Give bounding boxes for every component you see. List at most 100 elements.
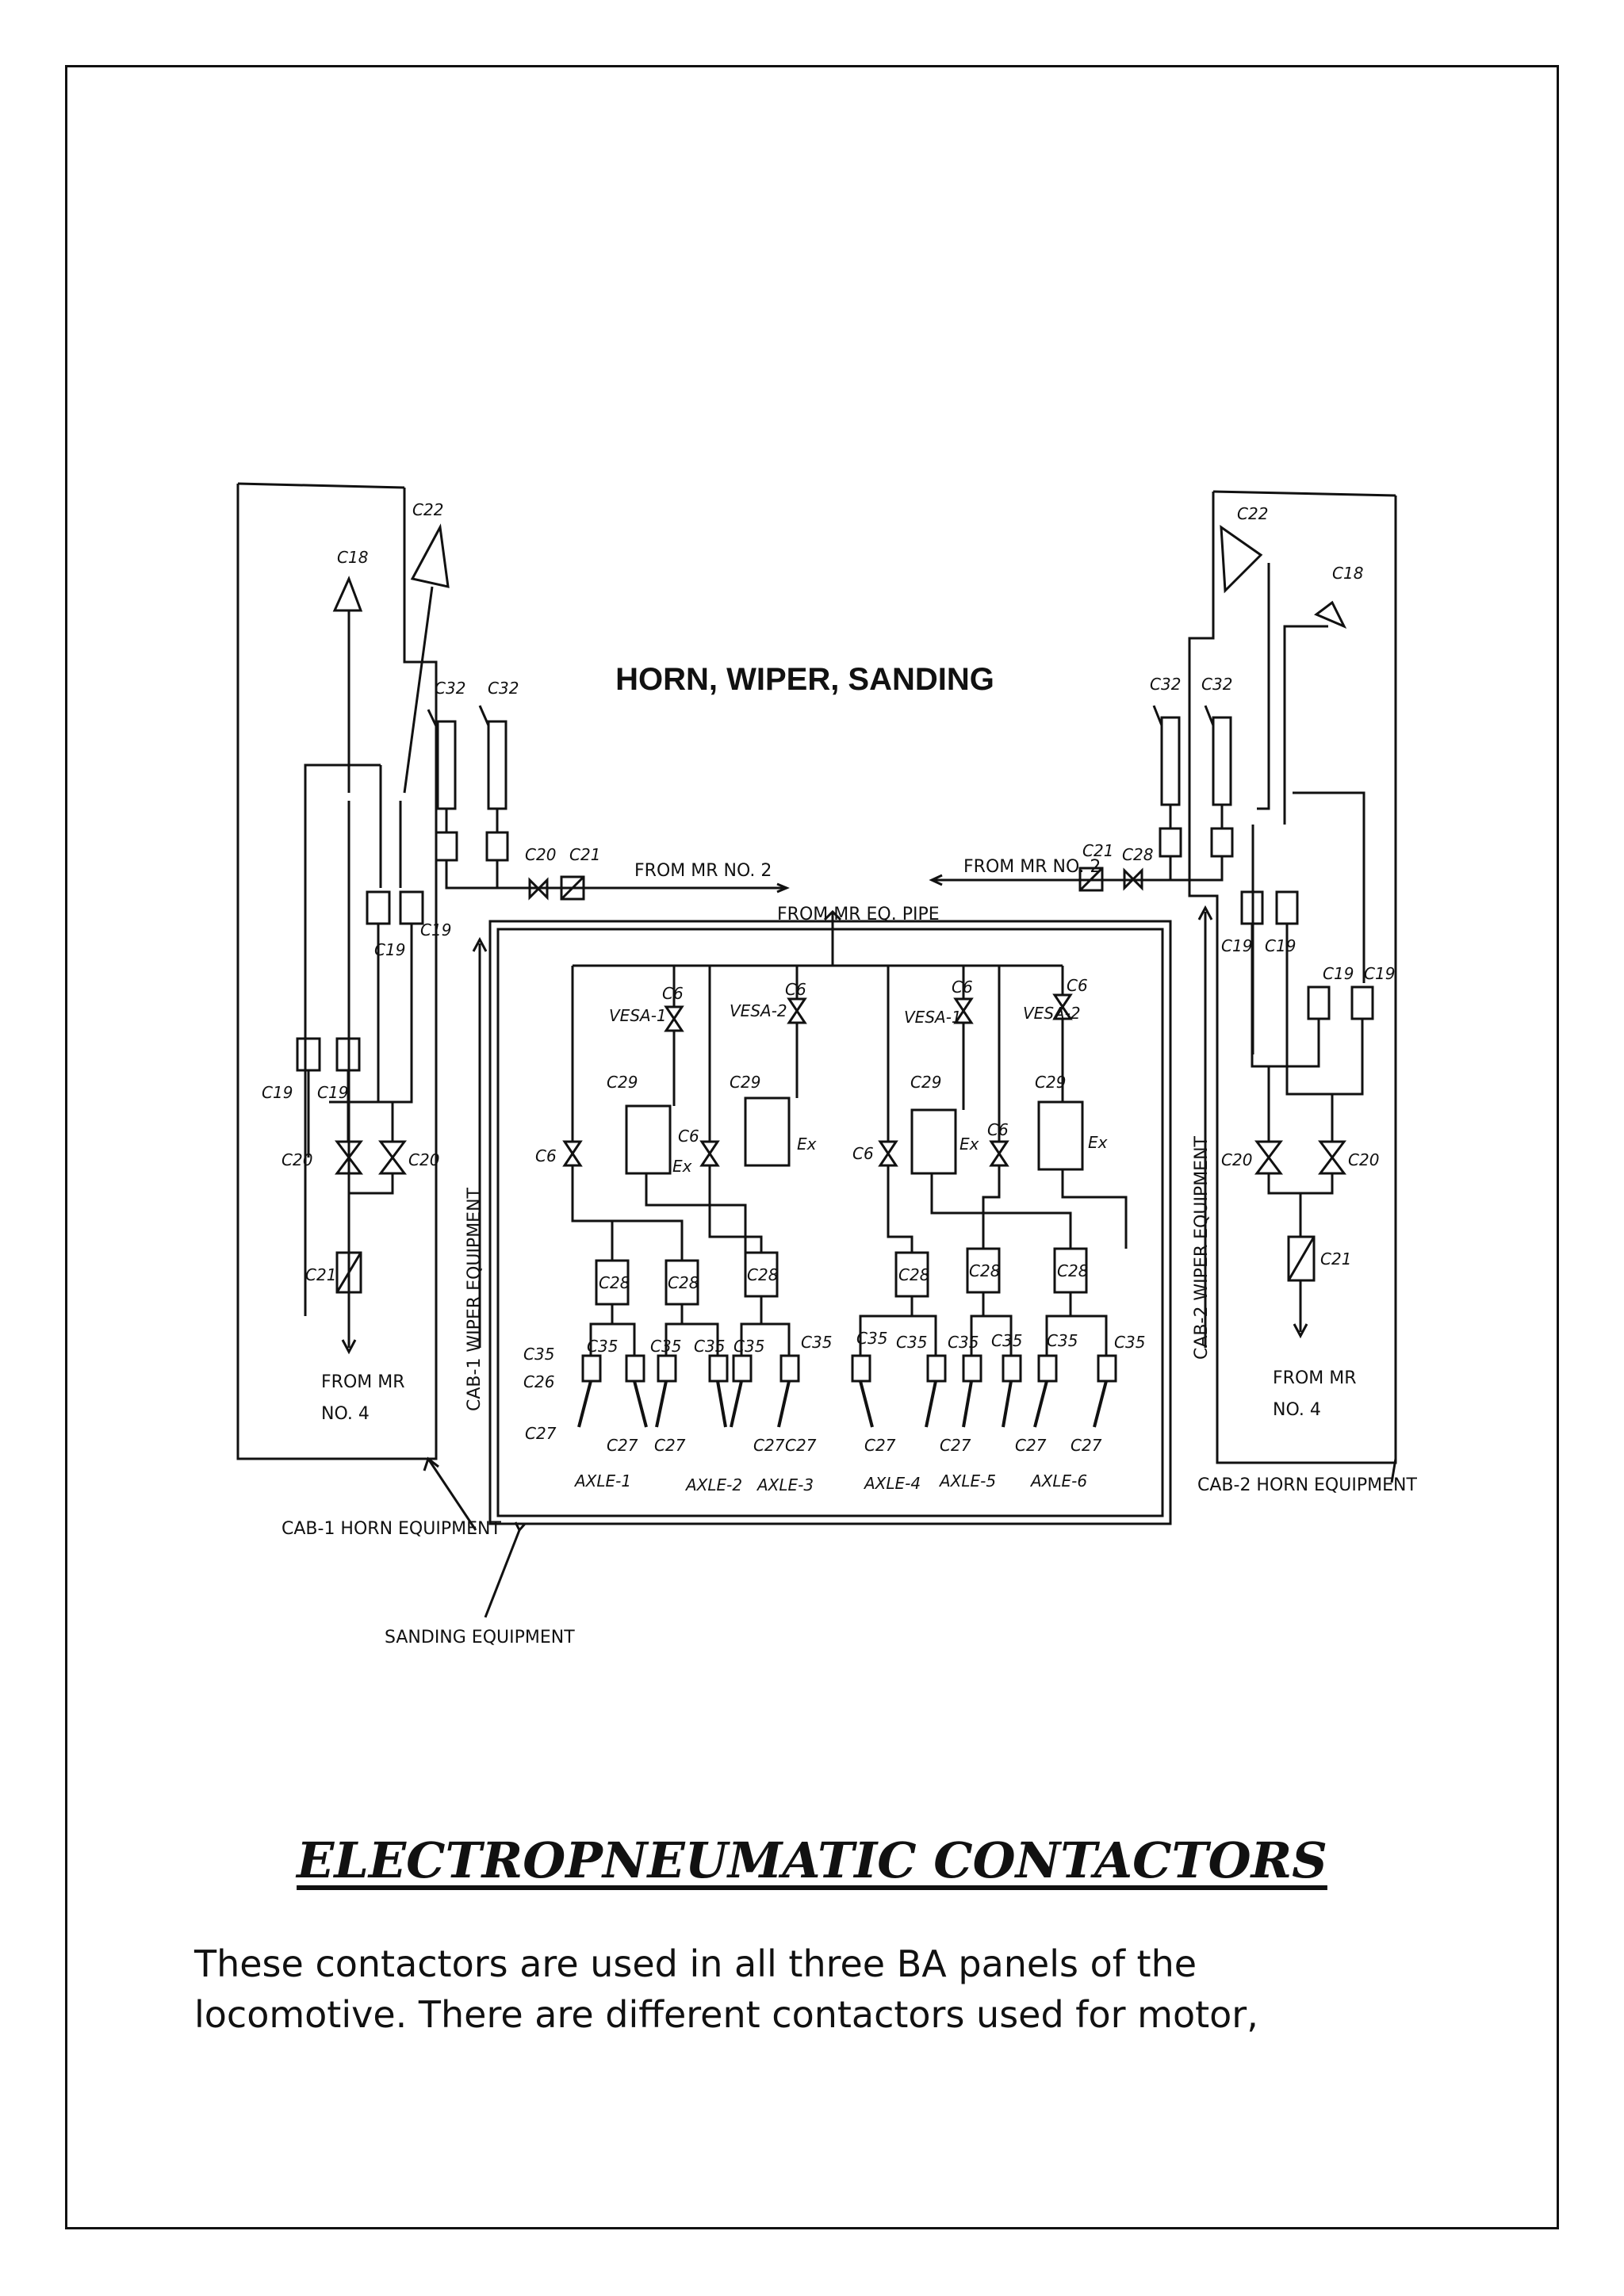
component-label: Ex — [959, 1135, 979, 1154]
axle-4-label: AXLE-4 — [863, 1474, 921, 1493]
component-label: C35 — [948, 1333, 979, 1352]
horn-c18-right — [1314, 600, 1347, 629]
label-cab1-wiper: CAB-1 WIPER EQUIPMENT — [465, 1187, 485, 1411]
component-label: C20 — [408, 1150, 439, 1169]
component-label: Ex — [672, 1157, 692, 1176]
component-label: C27 — [864, 1436, 896, 1455]
component-label: C6 — [1067, 976, 1088, 995]
component-label: C29 — [607, 1073, 638, 1092]
component-label: Ex — [797, 1135, 817, 1154]
component-label: C35 — [991, 1331, 1022, 1350]
component-label: VESA-2 — [730, 1001, 787, 1020]
component-label: C26 — [523, 1372, 554, 1391]
component-label: C35 — [801, 1333, 832, 1352]
component-label: C20 — [1221, 1150, 1252, 1169]
label-from-mr-eq-pipe: FROM MR EQ. PIPE — [777, 905, 940, 924]
component-label: C35 — [896, 1333, 927, 1352]
component-label: C27 — [607, 1436, 638, 1455]
component-label: C35 — [1047, 1331, 1078, 1350]
component-label: C28 — [599, 1273, 630, 1292]
component-label: C27 — [785, 1436, 817, 1455]
component-label: VESA-1 — [609, 1006, 667, 1025]
label-from-mr4-left-1: FROM MR — [321, 1372, 405, 1392]
diagram-title: HORN, WIPER, SANDING — [615, 662, 994, 697]
component-label: C35 — [587, 1337, 618, 1356]
cab2-horn-box — [1188, 492, 1397, 1464]
component-label: C28 — [747, 1265, 778, 1284]
component-label: C19 — [1323, 964, 1354, 983]
page-border — [65, 65, 1559, 2229]
component-label: C6 — [678, 1127, 699, 1146]
horn-c22-left — [410, 523, 450, 588]
label-from-mr4-right-1: FROM MR — [1273, 1368, 1357, 1388]
component-label: C35 — [523, 1345, 554, 1364]
component-label: C27 — [1015, 1436, 1047, 1455]
sand-nozzles — [577, 1380, 1108, 1428]
component-label: C20 — [1348, 1150, 1379, 1169]
body-line-1: These contactors are used in all three B… — [194, 1942, 1197, 1985]
component-label: C27 — [753, 1436, 785, 1455]
axle-2-label: AXLE-2 — [684, 1475, 742, 1494]
component-label: C18 — [337, 548, 368, 567]
component-label: C35 — [856, 1329, 887, 1348]
component-label: VESA-2 — [1023, 1004, 1081, 1023]
component-label: C35 — [694, 1337, 725, 1356]
component-label: VESA-1 — [904, 1008, 962, 1027]
component-label: Ex — [1088, 1133, 1108, 1152]
sand-boxes — [581, 1354, 1117, 1383]
component-label: C32 — [1201, 675, 1232, 694]
component-label: C19 — [262, 1083, 293, 1102]
component-label: C32 — [435, 679, 465, 698]
component-label: C28 — [668, 1273, 699, 1292]
component-label: C6 — [785, 980, 806, 999]
component-label: C27 — [1071, 1436, 1102, 1455]
component-label: C28 — [1122, 845, 1153, 864]
axle-5-label: AXLE-5 — [938, 1471, 996, 1490]
component-label: C27 — [654, 1436, 686, 1455]
horn-c22-right — [1220, 524, 1263, 594]
body-line-2: locomotive. There are different contacto… — [194, 1993, 1258, 2036]
component-label: C19 — [1221, 936, 1252, 955]
body-paragraph: These contactors are used in all three B… — [194, 1938, 1503, 2040]
label-sanding: SANDING EQUIPMENT — [385, 1628, 575, 1647]
axle-6-label: AXLE-6 — [1029, 1471, 1087, 1490]
component-label: C19 — [374, 940, 405, 959]
component-label: C21 — [569, 845, 600, 864]
sanding-box — [488, 920, 1172, 1525]
component-label: C27 — [525, 1424, 557, 1443]
label-cab2-wiper: CAB-2 WIPER EQUIPMENT — [1192, 1135, 1212, 1360]
component-label: C27 — [940, 1436, 971, 1455]
component-label: C35 — [1114, 1333, 1145, 1352]
component-label: C32 — [488, 679, 519, 698]
component-label: C21 — [305, 1265, 336, 1284]
component-label: C6 — [852, 1144, 874, 1163]
component-label: C19 — [1265, 936, 1296, 955]
component-label: C19 — [317, 1083, 348, 1102]
label-cab2-horn: CAB-2 HORN EQUIPMENT — [1197, 1475, 1417, 1495]
component-label: C20 — [525, 845, 556, 864]
component-label: C35 — [650, 1337, 681, 1356]
label-from-mr2-left: FROM MR NO. 2 — [634, 861, 772, 881]
component-label: C35 — [733, 1337, 764, 1356]
component-label: C21 — [1320, 1249, 1351, 1269]
component-label: C29 — [910, 1073, 941, 1092]
component-label: C6 — [987, 1120, 1009, 1139]
axle-3-label: AXLE-3 — [756, 1475, 814, 1494]
label-from-mr2-right: FROM MR NO. 2 — [963, 857, 1101, 877]
component-label: C20 — [282, 1150, 312, 1169]
component-label: C22 — [1237, 504, 1268, 523]
section-heading: ELECTROPNEUMATIC CONTACTORS — [0, 1831, 1624, 1889]
cab1-horn-box — [236, 484, 438, 1460]
component-label: C28 — [969, 1261, 1000, 1280]
label-cab1-horn: CAB-1 HORN EQUIPMENT — [282, 1519, 501, 1539]
component-label: C19 — [1364, 964, 1395, 983]
horn-c18-left — [332, 576, 363, 612]
component-label: C18 — [1332, 564, 1363, 583]
component-label: C6 — [535, 1146, 557, 1165]
component-label: C32 — [1150, 675, 1181, 694]
section-heading-text: ELECTROPNEUMATIC CONTACTORS — [297, 1831, 1327, 1889]
component-label: C19 — [420, 920, 451, 939]
label-from-mr4-right-2: NO. 4 — [1273, 1400, 1321, 1420]
component-label: C28 — [1057, 1261, 1088, 1280]
